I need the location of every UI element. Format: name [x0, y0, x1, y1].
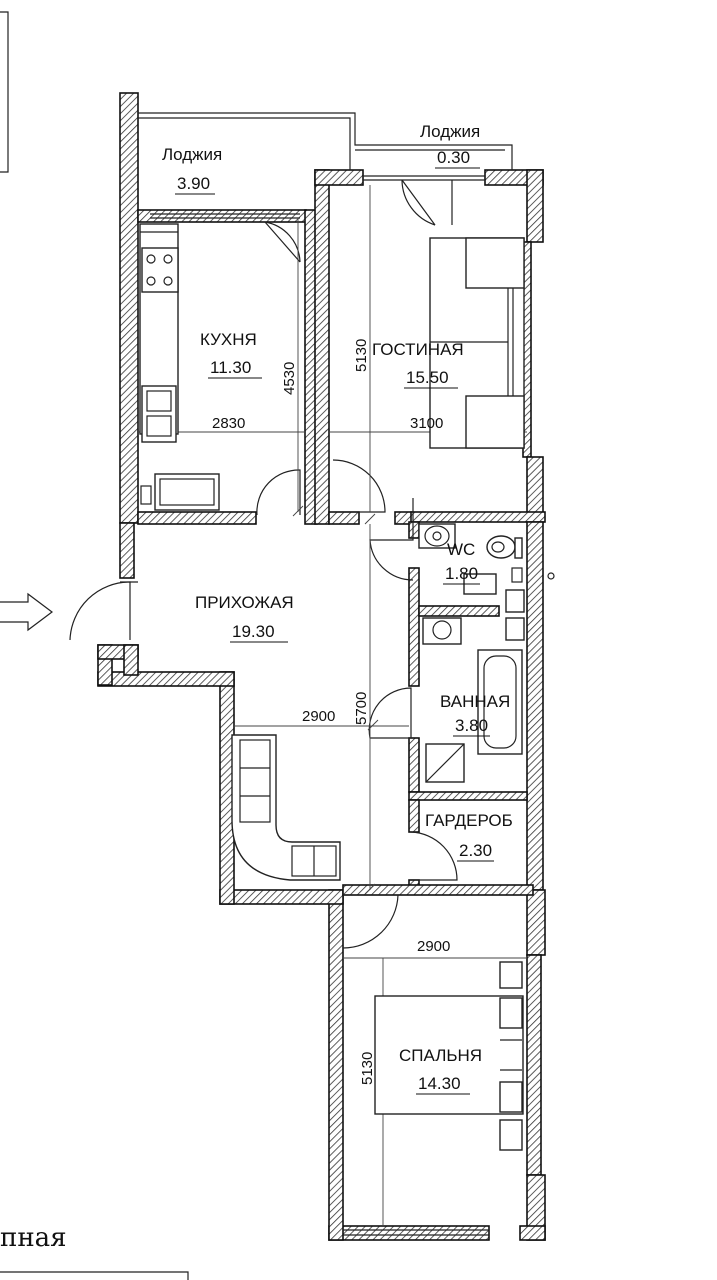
walls — [97, 92, 546, 1241]
footer-frame — [0, 1271, 189, 1280]
dim-bedroom-width: 2900 — [417, 938, 450, 955]
footer-text: пная — [0, 1223, 67, 1253]
bathtub-icon — [477, 649, 523, 755]
dim-bedroom-depth: 5130 — [359, 1052, 376, 1085]
dim-hall-depth: 5700 — [353, 692, 370, 725]
hall-name: ПРИХОЖАЯ — [195, 593, 294, 612]
wardrobe-name: ГАРДЕРОБ — [425, 811, 513, 830]
room-labels: Лоджия 3.90 Лоджия 0.30 КУХНЯ 11.30 ГОСТ… — [162, 122, 513, 1095]
bath-name: ВАННАЯ — [440, 692, 510, 711]
kitchen-name: КУХНЯ — [200, 330, 257, 349]
wc-name: WC — [447, 540, 475, 559]
bath-fixtures — [422, 617, 523, 783]
sofa-icon — [429, 237, 525, 449]
kitchen-fixtures — [139, 223, 220, 511]
bath-area: 3.80 — [455, 716, 488, 735]
entrance-arrow-icon — [0, 592, 53, 632]
living-area: 15.50 — [406, 368, 449, 387]
loggia-left-area: 3.90 — [177, 174, 210, 193]
stove-icon — [141, 247, 179, 293]
windows — [138, 112, 513, 1236]
loggia-right-name: Лоджия — [420, 122, 480, 141]
dimension-labels: 2830 4530 3100 5130 2900 5700 2900 5130 — [212, 339, 450, 1085]
dim-kitchen-width: 2830 — [212, 415, 245, 432]
kitchen-area: 11.30 — [210, 358, 251, 377]
dim-kitchen-depth: 4530 — [281, 362, 298, 395]
living-name: ГОСТИНАЯ — [372, 340, 464, 359]
wardrobe-area: 2.30 — [459, 841, 492, 860]
bedroom-name: СПАЛЬНЯ — [399, 1046, 482, 1065]
corner-sofa-icon — [231, 734, 341, 881]
sink-icon — [141, 385, 177, 443]
dim-living-width: 3100 — [410, 415, 443, 432]
dim-living-depth: 5130 — [353, 339, 370, 372]
toilet-icon — [486, 535, 516, 559]
loggia-right-area: 0.30 — [437, 148, 470, 167]
frame-edge — [0, 11, 9, 173]
wc-area: 1.80 — [445, 564, 478, 583]
doors — [69, 179, 458, 949]
dim-hall-width: 2900 — [302, 708, 335, 725]
loggia-left-name: Лоджия — [162, 145, 222, 164]
fridge-icon — [154, 473, 220, 511]
bedroom-area: 14.30 — [418, 1074, 461, 1093]
hall-area: 19.30 — [232, 622, 275, 641]
